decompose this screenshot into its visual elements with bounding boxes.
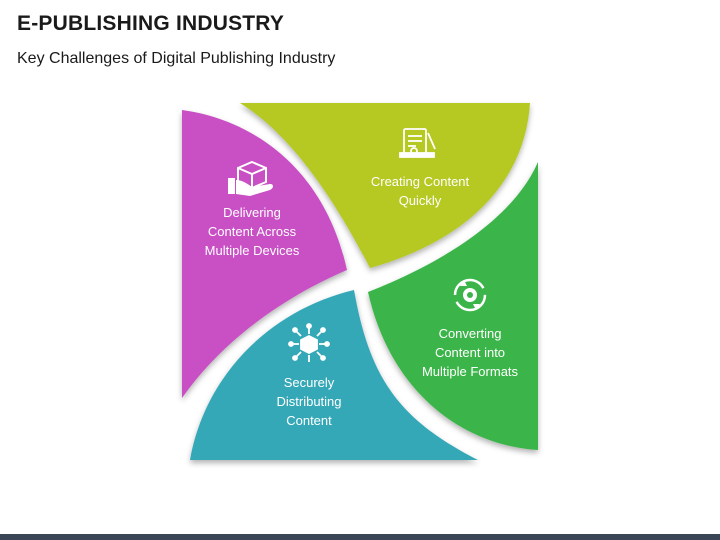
label-converting-content: Converting Content into Multiple Formats bbox=[421, 326, 519, 379]
label-creating-content: Creating Content Quickly bbox=[370, 174, 470, 208]
page-subtitle: Key Challenges of Digital Publishing Ind… bbox=[17, 50, 336, 67]
package-delivery-icon bbox=[228, 160, 273, 196]
segment-delivering-content bbox=[182, 110, 347, 398]
segment-creating-content bbox=[240, 103, 530, 268]
label-delivering-content: Delivering Content Across Multiple Devic… bbox=[204, 205, 300, 258]
gear-refresh-icon bbox=[453, 278, 487, 312]
segment-converting-content bbox=[368, 162, 538, 450]
network-cube-icon bbox=[288, 323, 330, 362]
label-distributing-content: Securely Distributing Content bbox=[276, 375, 342, 428]
footer-bar bbox=[0, 534, 720, 540]
content-creation-icon bbox=[399, 128, 436, 158]
page-title: E-PUBLISHING INDUSTRY bbox=[17, 12, 285, 35]
segment-distributing-content bbox=[190, 290, 478, 460]
